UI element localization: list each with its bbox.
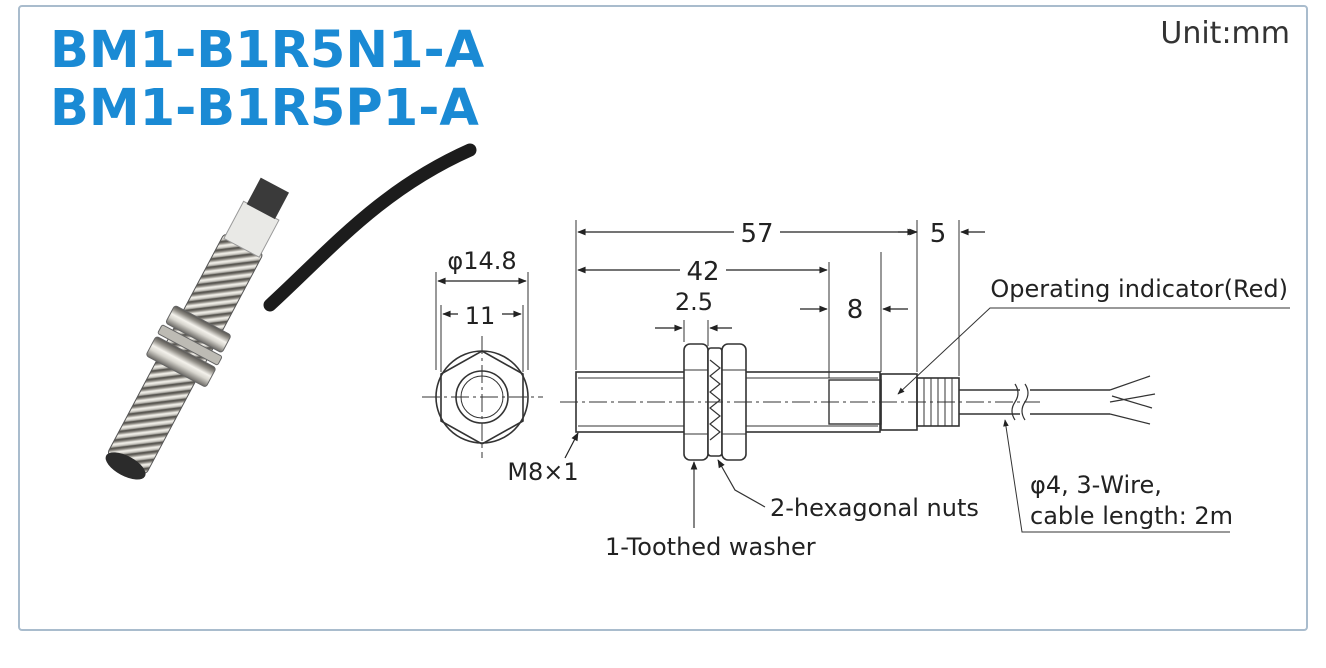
nuts-leader: [717, 459, 766, 508]
sensor-face: [105, 452, 146, 480]
model-title-line-2: BM1-B1R5P1-A: [50, 79, 479, 138]
side-view: [560, 220, 1156, 461]
head-length-label: 8: [847, 295, 864, 325]
diagram-frame: [18, 5, 1308, 631]
cable-leader: [1003, 419, 1230, 533]
indicator-callout: Operating indicator(Red): [990, 275, 1288, 303]
thread-length-label: 42: [686, 257, 719, 287]
washer-callout: 1-Toothed washer: [605, 533, 816, 561]
sensor-photo: [105, 143, 477, 480]
indicator-leader: [897, 307, 1290, 395]
nut-thickness-label: 2.5: [675, 288, 713, 316]
model-title-line-1: BM1-B1R5N1-A: [50, 21, 485, 80]
cable-callout-line-1: φ4, 3-Wire,: [1030, 471, 1162, 499]
hex-outline: [440, 350, 524, 445]
photo-nut-2: [165, 305, 231, 353]
outer-diameter-label: φ14.8: [447, 247, 516, 275]
sensor-cable: [263, 143, 477, 312]
tail-length-label: 5: [930, 219, 947, 249]
photo-nut-1: [146, 336, 216, 387]
thread-spec-label: M8×1: [507, 458, 578, 486]
nuts-callout: 2-hexagonal nuts: [770, 494, 979, 522]
front-view: [422, 272, 543, 458]
unit-label: Unit:mm: [1160, 16, 1290, 51]
cable-callout-line-2: cable length: 2m: [1030, 502, 1233, 530]
hex-width-label: 11: [465, 302, 496, 330]
model-title: BM1-B1R5N1-A BM1-B1R5P1-A: [50, 22, 484, 138]
photo-washer: [157, 324, 223, 366]
sensor-body: [105, 177, 290, 480]
total-length-label: 57: [740, 219, 773, 249]
